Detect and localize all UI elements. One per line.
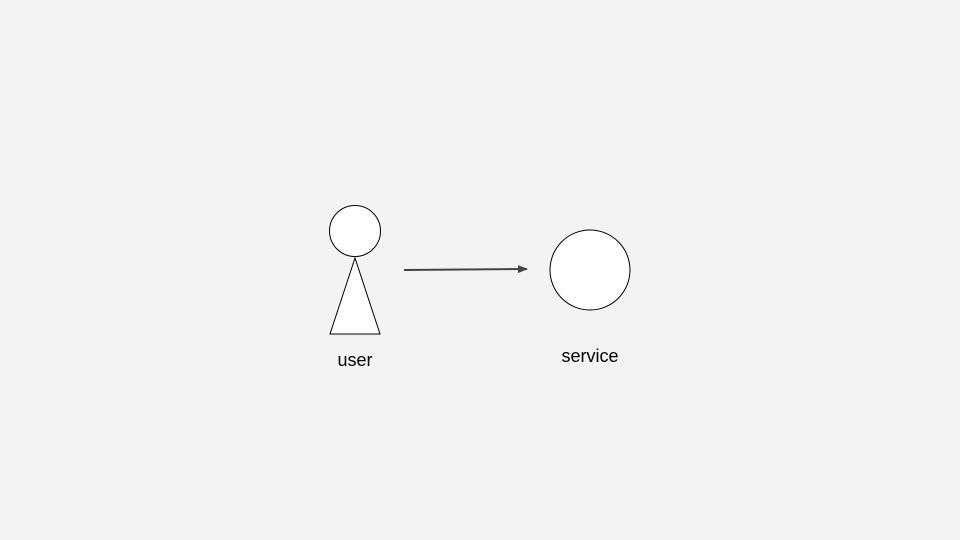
- service-circle-icon: [549, 229, 631, 311]
- user-label: user: [337, 350, 373, 370]
- service-label: service: [561, 346, 619, 366]
- user-to-service-arrow[interactable]: [403, 265, 528, 274]
- user-node[interactable]: [329, 205, 381, 335]
- service-node[interactable]: [549, 229, 631, 311]
- user-body-icon: [329, 256, 381, 335]
- user-head-icon: [329, 205, 381, 257]
